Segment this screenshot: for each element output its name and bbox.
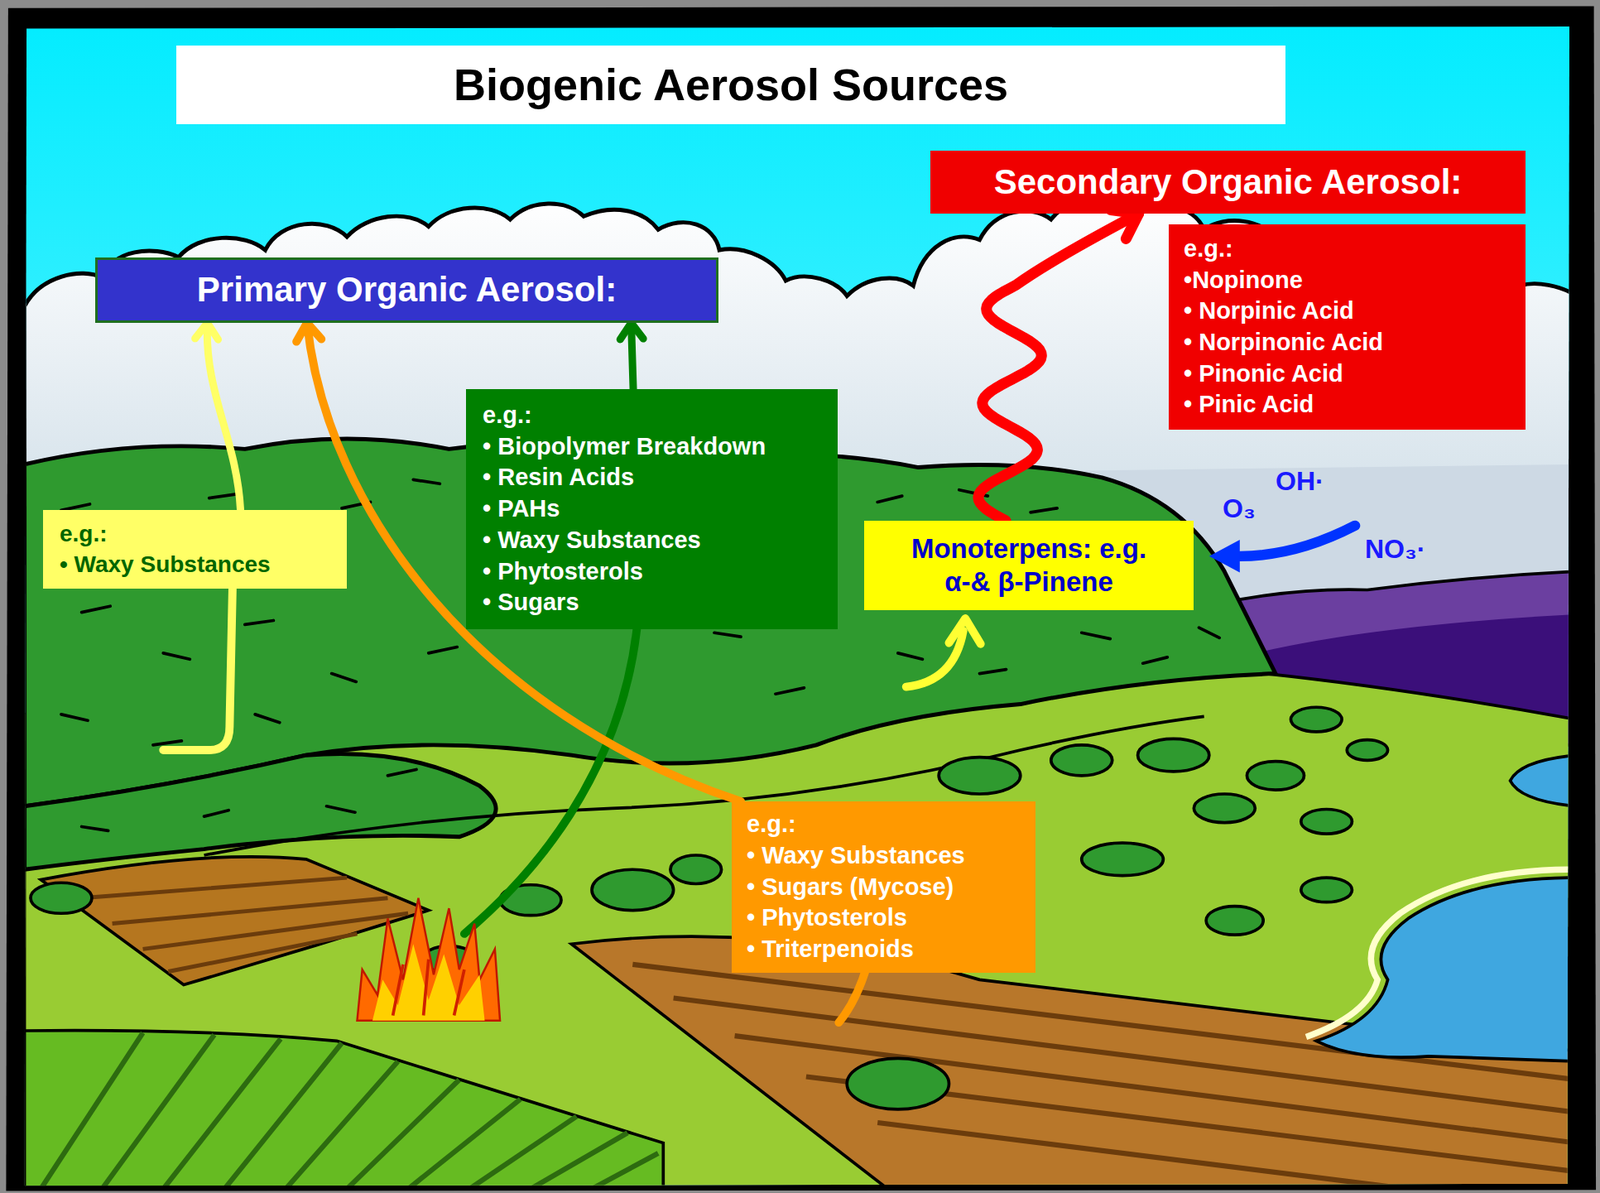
bush — [1346, 739, 1388, 761]
oxidant-label: OH· — [1275, 465, 1325, 497]
bush — [1301, 809, 1353, 835]
box-heading: e.g.: — [59, 518, 108, 549]
yellow-source-line — [163, 581, 233, 750]
oxidant-arrow-head — [1209, 539, 1240, 572]
orange-source-line — [838, 964, 868, 1023]
box-text: •Nopinone — [1183, 264, 1303, 297]
arrow-head — [619, 322, 644, 340]
box-text: • Phytosterols — [746, 902, 908, 934]
box-text: • Norpinonic Acid — [1183, 326, 1384, 359]
box-text: • Resin Acids — [482, 461, 635, 494]
bushes — [30, 706, 1389, 1110]
emission-arrow-head — [948, 618, 981, 644]
arrow-head — [1110, 209, 1139, 239]
red-wavy-arrow — [978, 209, 1139, 521]
box-text: • Triterpenoids — [746, 933, 914, 966]
fire-inner — [372, 943, 486, 1020]
box-text: • Pinic Acid — [1183, 389, 1314, 421]
bush — [30, 882, 92, 913]
box-text: • Waxy Substances — [482, 524, 702, 557]
oxidant-arrow — [1239, 525, 1355, 557]
box-text: Secondary Organic Aerosol: — [994, 159, 1463, 206]
secondary-aerosol-box: Secondary Organic Aerosol: — [930, 150, 1526, 214]
oxidant-label: O₃ — [1222, 492, 1256, 524]
bush — [846, 1057, 949, 1110]
bush — [670, 855, 722, 885]
green-source-line — [464, 619, 639, 933]
bush — [938, 757, 1021, 794]
monoterpene-box: Monoterpens: e.g. α-& β-Pinene — [864, 520, 1194, 611]
crop-rows — [40, 1032, 659, 1189]
box-text: • Sugars (Mycose) — [746, 871, 954, 904]
bush — [1290, 706, 1342, 732]
small-ploughed-field — [40, 856, 428, 985]
box-text: • Norpinic Acid — [1183, 295, 1355, 327]
connector-line — [206, 322, 241, 510]
bush — [1193, 793, 1255, 823]
bush — [591, 869, 674, 910]
connector-line — [631, 322, 634, 390]
fire-outer — [356, 898, 500, 1021]
forest-lower — [24, 753, 497, 870]
bush — [1081, 842, 1164, 875]
connector-line — [978, 213, 1139, 521]
combustion-source-box: e.g.:• Biopolymer Breakdown• Resin Acids… — [466, 389, 838, 630]
bush — [1301, 877, 1353, 903]
bush — [1206, 906, 1264, 936]
box-heading: e.g.: — [1183, 233, 1234, 265]
primary-aerosol-box: Primary Organic Aerosol: — [95, 257, 719, 323]
pond — [1510, 754, 1577, 807]
waxy-source-box: e.g.:• Waxy Substances — [43, 509, 347, 589]
bush — [1246, 761, 1304, 791]
bush — [1051, 744, 1113, 776]
secondary-examples-box: e.g.:•Nopinone• Norpinic Acid• Norpinoni… — [1168, 224, 1526, 430]
box-text: • Waxy Substances — [59, 549, 271, 580]
box-text: • PAHs — [482, 493, 560, 525]
box-heading: e.g.: — [746, 808, 797, 841]
lake — [1316, 877, 1576, 1062]
box-text: • Sugars — [482, 586, 580, 619]
box-heading: e.g.: — [482, 399, 533, 432]
oxidant-label: NO₃· — [1364, 533, 1426, 565]
arrow-head — [195, 322, 219, 340]
box-text: • Phytosterols — [482, 556, 644, 588]
box-text: • Pinonic Acid — [1183, 358, 1344, 390]
box-text: • Waxy Substances — [746, 840, 966, 872]
furrows — [81, 877, 409, 971]
crop-field — [24, 1030, 664, 1189]
box-text: Monoterpens: e.g. α-& β-Pinene — [902, 532, 1157, 598]
box-text: Primary Organic Aerosol: — [196, 267, 617, 313]
soil-source-box: e.g.:• Waxy Substances• Sugars (Mycose)•… — [731, 801, 1036, 973]
title-box: Biogenic Aerosol Sources — [176, 45, 1286, 125]
fire-streaks — [393, 959, 465, 1016]
yellow-arrow — [195, 322, 241, 510]
green-arrow — [619, 322, 644, 390]
arrow-head — [296, 322, 322, 342]
box-text: • Biopolymer Breakdown — [482, 431, 766, 463]
bush — [1138, 738, 1210, 771]
title-text: Biogenic Aerosol Sources — [453, 55, 1009, 114]
